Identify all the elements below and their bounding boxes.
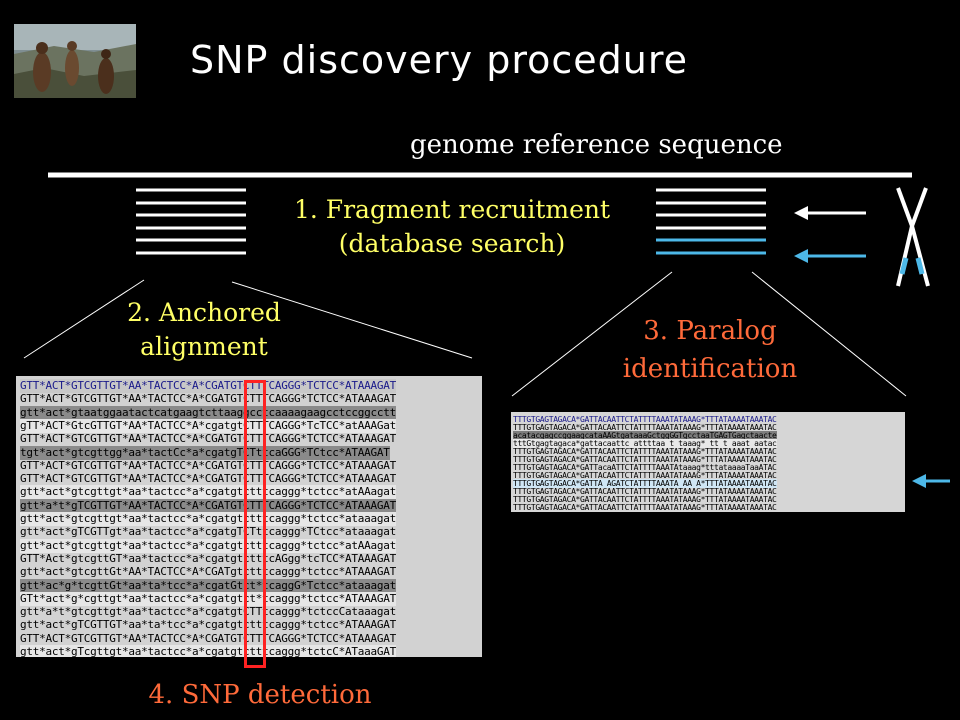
alignment-row: GTT*Act*gtcgttGT*aa*tactcc*a*cgatgtctttc… — [20, 551, 396, 565]
alignment-row: GTT*ACT*GTCGTTGT*AA*TACTCC*A*CGATGTCTTTC… — [20, 458, 396, 472]
alignment-row: gtt*act*gTCGTTgt*aa*tactcc*a*cgatgTCTttc… — [20, 525, 396, 539]
alignment-panel: GTT*ACT*GTCGTTGT*AA*TACTCC*A*CGATGTCTTTC… — [16, 376, 482, 657]
alignment-row: gtt*act*gtcgttGt*AA*TACTCC*A*CGATgtctttc… — [20, 565, 396, 579]
paralog-panel: TTTGTGAGTAGACA*GATTACAATTCTATTTTAAATATAA… — [511, 412, 905, 512]
paralog-row: acatacgagccggaagcataAAGtgataaaGctggGGTgc… — [513, 431, 777, 440]
alignment-row: gTT*ACT*GtcGTTGT*AA*TACTCC*A*cgatgtCTTTC… — [20, 418, 396, 433]
blue-arrow — [794, 249, 866, 263]
alignment-row: GTT*ACT*GTCGTTGT*AA*TACTCC*A*CGATGTCTTTC… — [20, 432, 396, 446]
alignment-row: GTT*ACT*GTCGTTGT*AA*TACTCC*A*CGATGTCTTTC… — [20, 472, 396, 486]
alignment-row: GTT*ACT*GTCGTTGT*AA*TACTCC*A*CGATGTCTTTC… — [20, 392, 396, 406]
alignment-row: gtt*act*gtcgttgt*aa*tactcc*a*cgatgtctttc… — [20, 485, 396, 500]
step3-line2: identification — [622, 354, 798, 384]
paralog-row: TTTGTGAGTAGACA*GATTACAATTCTATTTTAAATATAA… — [513, 455, 777, 464]
page-title: SNP discovery procedure — [190, 38, 689, 82]
chromosome-icon — [896, 187, 930, 287]
alignment-row: gtt*act*gTCGTTGT*aa*ta*tcc*a*cgatgtctttc… — [20, 618, 396, 632]
snp-column-marker — [244, 380, 266, 668]
left-fragment-stack — [136, 188, 246, 255]
paralog-row: TTTGTGAGTAGACA*GATTACAATTCTATTTTAAATATAA… — [513, 471, 777, 480]
alignment-row: tgt*act*gtcgttgg*aa*tactCc*a*cgatgTCTttc… — [20, 445, 390, 460]
step-anchored-alignment: 2. Anchored alignment — [104, 296, 304, 364]
paralog-row: TTTGTGAGTAGACA*GATTacaATTCTATTTTAAATAtaa… — [513, 463, 777, 472]
paralog-row: TTTGTGAGTAGACA*GATTACAATTCTATTTTAAATATAA… — [513, 495, 777, 504]
alignment-row: gtt*ac*g*tcgttGt*aa*ta*tcc*a*cgatGtct*tc… — [20, 578, 396, 593]
alignment-row: GTT*ACT*GTCGTTGT*AA*TACTCC*A*CGATGTCTTTC… — [20, 379, 396, 393]
step-paralog-identification: 3. Paralog identification — [590, 312, 830, 388]
paralog-row: tttGtgagtagaca*gattacaattc attttaa t taa… — [513, 439, 777, 448]
step2-line1: 2. Anchored — [127, 298, 281, 327]
paralog-row: TTTGTGAGTAGACA*GATTACAATTCTATTTTAAATATAA… — [513, 487, 777, 496]
alignment-row: gtt*act*gtcgttgt*aa*tactcc*a*cgatgtctttc… — [20, 512, 396, 526]
paralog-row: TTTGTGAGTAGACA*GATTACAATTCTATTTTAAATATAA… — [513, 503, 777, 512]
right-fragment-stack — [656, 188, 766, 255]
reference-label: genome reference sequence — [410, 130, 783, 160]
alignment-row: gtt*a*t*gtcgttgt*aa*tactcc*a*cgatgtCTTtc… — [20, 605, 396, 619]
paralog-row: TTTGTGAGTAGACA*GATTA AGATCTATTTTAAATA AA… — [513, 479, 777, 488]
step-snp-detection: 4. SNP detection — [148, 680, 372, 710]
alignment-row: gtt*act*gTcgttgt*aa*tactcc*a*cgatgtctttc… — [20, 645, 396, 657]
step-fragment-recruitment: 1. Fragment recruitment (database search… — [262, 193, 642, 261]
white-arrow — [794, 206, 866, 220]
paralog-row: TTTGTGAGTAGACA*GATTACAATTCTATTTTAAATATAA… — [513, 415, 777, 424]
alignment-row: gtt*a*t*gTCGTTGT*AA*TACTCC*A*CGATGTCTTTC… — [20, 498, 396, 513]
step1-line2: (database search) — [338, 229, 566, 258]
hominid-photo — [14, 24, 136, 98]
paralog-row: TTTGTGAGTAGACA*GATTACAATTCTATTTTAAATATAA… — [513, 423, 777, 432]
alignment-row: GTT*ACT*GTCGTTGT*AA*TACTCC*A*CGATGTCTTTC… — [20, 631, 396, 645]
alignment-row: gtt*act*gtcgttgt*aa*tactcc*a*cgatgtctttc… — [20, 538, 396, 553]
step1-line1: 1. Fragment recruitment — [293, 195, 611, 224]
alignment-row: gtt*act*gtaatggaatactcatgaagtcttaaggcctc… — [20, 405, 396, 420]
step3-line1: 3. Paralog — [643, 316, 777, 346]
paralog-blue-arrow — [912, 474, 950, 488]
step2-line2: alignment — [140, 332, 268, 361]
paralog-row: TTTGTGAGTAGACA*GATTACAATTCTATTTTAAATATAA… — [513, 447, 777, 456]
alignment-row: GTt*act*g*cgttgt*aa*tactcc*a*cgatgtct*tc… — [20, 591, 396, 606]
